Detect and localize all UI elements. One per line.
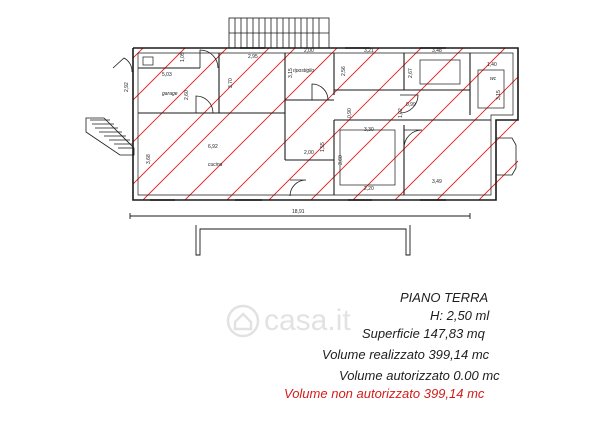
house-icon [226,304,260,338]
dimension-label: 3,49 [432,179,442,185]
dimension-label: 1,05 [180,52,186,62]
volume-built: Volume realizzato 399,14 mc [322,347,490,362]
volume-authorized: Volume autorizzato 0.00 mc [339,368,500,383]
plan-height: H: 2,50 ml [430,308,490,323]
dimension-label: 3,68 [146,154,152,164]
dimension-label: 2,20 [364,186,374,192]
dimension-label: 3,48 [432,48,442,54]
room-label-ripostiglio: ripostiglio [293,68,314,74]
staircase-top [228,17,330,49]
veranda [129,213,471,256]
door-arcs [112,49,423,197]
staircase-left [85,117,135,156]
room-label-wc: wc [490,76,497,82]
room-label-cucina: cucina [208,162,223,168]
outer-walls [132,47,519,201]
dimension-label: 2,67 [408,68,414,78]
dimension-label: 3,15 [496,90,502,100]
dimension-label: 3,30 [364,127,374,133]
dimension-label: 3,70 [228,78,234,88]
room-label-garage: garage [162,91,178,97]
dimension-label: 2,95 [248,54,258,60]
dimension-label: 3,15 [288,68,294,78]
dimension-label: 0,99 [406,102,416,108]
dimension-label: 2,56 [341,66,347,76]
dimension-label: 18,91 [292,209,305,215]
windows [150,47,446,201]
dimension-label: 2,60 [184,90,190,100]
dimension-label: 1,02 [398,108,404,118]
fixtures [142,56,505,186]
dimension-label: 2,00 [304,150,314,156]
plan-title: PIANO TERRA [400,290,489,305]
dimension-label: 2,92 [124,82,130,92]
dimension-label: 3,60 [338,155,344,165]
watermark-text: casa.it [264,304,351,337]
interior-walls [138,53,491,195]
plan-surface: Superficie 147,83 mq [362,326,485,341]
volume-unauthorized: Volume non autorizzato 399,14 mc [284,386,485,401]
floor-plan: garage ripostiglio cucina wc 1,05 5,03 2… [85,17,519,256]
dimension-label: 0,90 [347,108,353,118]
dimension-label: 6,92 [208,144,218,150]
dimension-label: 3,21 [364,48,374,54]
dimension-label: 1,40 [487,62,497,68]
dimension-label: 1,55 [320,142,326,152]
dimension-label: 5,03 [162,72,172,78]
dimension-label: 2,00 [304,48,314,54]
